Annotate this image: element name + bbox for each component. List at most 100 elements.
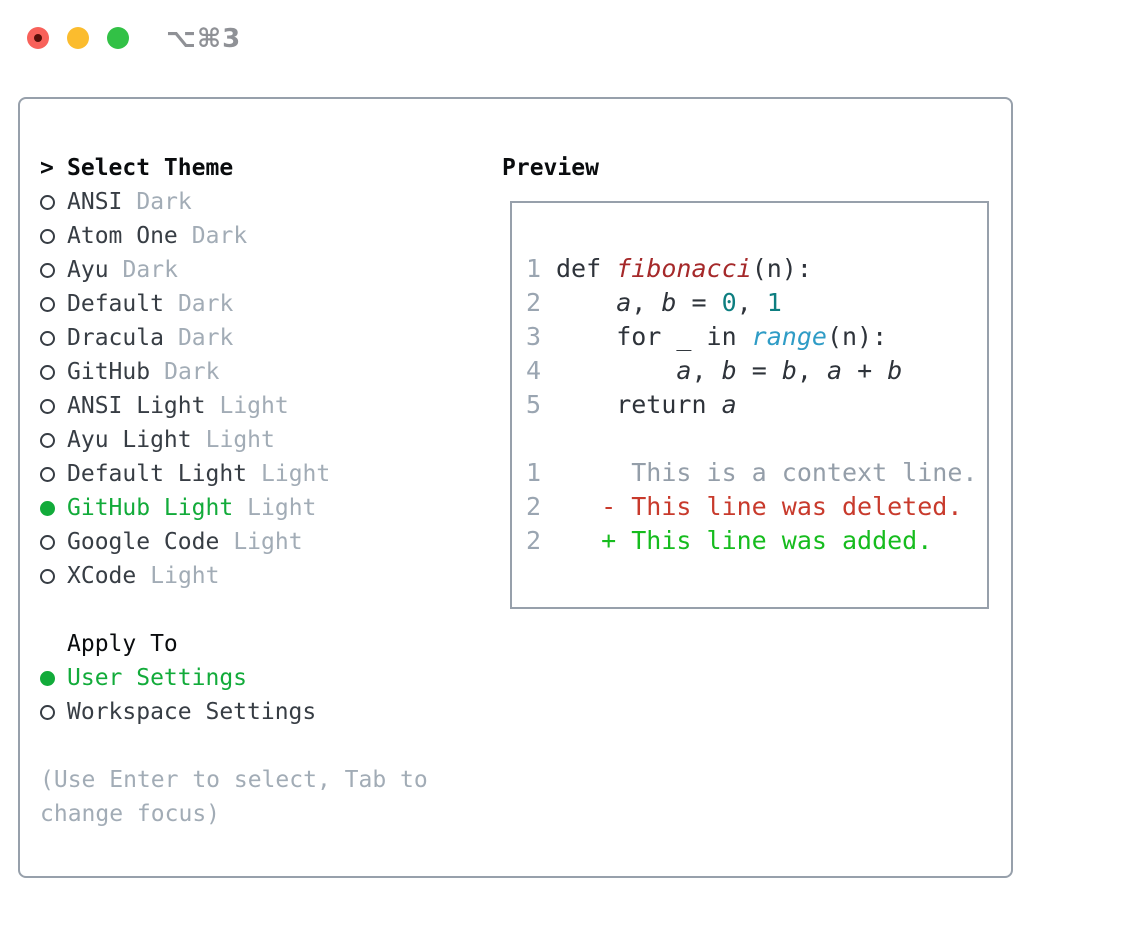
option-label: GitHub (67, 359, 151, 385)
option-label: ANSI Light (67, 393, 206, 419)
line-number: 4 (526, 355, 542, 385)
theme-option[interactable]: ANSI Light Light (40, 389, 490, 423)
apply-option[interactable]: User Settings (40, 661, 490, 695)
option-label: Atom One (67, 223, 178, 249)
option-variant-label: Light (219, 393, 289, 419)
hint-text-line1: (Use Enter to select, Tab to (40, 767, 428, 793)
option-variant-label: Dark (177, 325, 234, 351)
apply-to-title: Apply To (67, 631, 178, 657)
radio-icon (40, 398, 55, 414)
radio-icon (40, 330, 55, 346)
line-content: for _ in range(n): (556, 321, 888, 351)
apply-to-header: Apply To (40, 627, 490, 661)
option-variant-label: Light (205, 427, 275, 453)
preview-code-line: 1 def fibonacci(n): (526, 251, 987, 285)
titlebar: ⌥⌘3 (0, 0, 1140, 76)
preview-title: Preview (502, 155, 599, 181)
option-label: Dracula (67, 325, 164, 351)
line-number: 2 (526, 525, 542, 555)
preview-code-block: 1 def fibonacci(n): 2 a, b = 0, 1 3 for … (526, 251, 987, 557)
radio-icon (40, 296, 55, 312)
preview-code-line: 4 a, b = b, a + b (526, 353, 987, 387)
radio-icon (40, 534, 55, 550)
option-variant-label: Dark (136, 189, 192, 215)
option-variant-label: Dark (164, 359, 220, 385)
option-variant-label: Light (247, 495, 317, 521)
theme-option[interactable]: GitHub Light Light (40, 491, 490, 525)
option-label: Ayu Light (67, 427, 192, 453)
radio-icon (40, 194, 55, 210)
radio-icon (40, 500, 55, 516)
radio-icon (40, 228, 55, 244)
apply-option[interactable]: Workspace Settings (40, 695, 490, 729)
apply-option-list: User Settings Workspace Settings (40, 661, 490, 729)
line-content: This is a context line. (556, 457, 978, 487)
radio-icon (40, 466, 55, 482)
line-number: 5 (526, 389, 542, 419)
radio-icon (40, 704, 55, 720)
theme-option[interactable]: Ayu Dark (40, 253, 490, 287)
theme-option[interactable]: GitHub Dark (40, 355, 490, 389)
window-title: ⌥⌘3 (166, 24, 242, 54)
line-content: return a (556, 389, 737, 419)
spacer-row (40, 729, 490, 763)
line-content: + This line was added. (556, 525, 933, 555)
option-variant-label: Dark (191, 223, 248, 249)
line-content: def fibonacci(n): (556, 253, 812, 283)
option-label: GitHub Light (67, 495, 234, 521)
preview-code-line: 2 - This line was deleted. (526, 489, 987, 523)
option-variant-label: Dark (122, 257, 178, 283)
line-number: 1 (526, 457, 542, 487)
preview-code-line: 2 a, b = 0, 1 (526, 285, 987, 319)
line-content: a, b = 0, 1 (616, 287, 782, 317)
theme-option[interactable]: XCode Light (40, 559, 490, 593)
theme-picker-panel: > Select Theme ANSI Dark Atom One Dark A… (18, 97, 1013, 878)
radio-icon (40, 670, 55, 686)
select-theme-title: Select Theme (67, 155, 234, 181)
minimize-button[interactable] (67, 27, 89, 49)
theme-option[interactable]: Default Dark (40, 287, 490, 321)
theme-option[interactable]: Google Code Light (40, 525, 490, 559)
radio-icon (40, 568, 55, 584)
selection-caret-cell: > (40, 155, 67, 181)
line-content: a, b = b, a + b (676, 355, 903, 385)
option-variant-label: Dark (177, 291, 234, 317)
line-number: 3 (526, 321, 542, 351)
line-number: 2 (526, 491, 542, 521)
option-label: User Settings (67, 665, 248, 691)
option-label: XCode (67, 563, 137, 589)
option-variant-label: Light (261, 461, 331, 487)
caret-icon: > (40, 155, 54, 181)
theme-option[interactable]: Atom One Dark (40, 219, 490, 253)
option-variant-label: Light (150, 563, 220, 589)
spacer-row (40, 593, 490, 627)
line-content: - This line was deleted. (556, 491, 963, 521)
preview-code-line: 3 for _ in range(n): (526, 319, 987, 353)
theme-option[interactable]: ANSI Dark (40, 185, 490, 219)
close-button[interactable] (27, 27, 49, 49)
radio-icon (40, 432, 55, 448)
theme-option[interactable]: Dracula Dark (40, 321, 490, 355)
preview-box: 1 def fibonacci(n): 2 a, b = 0, 1 3 for … (510, 201, 989, 609)
hint-text-line2: change focus) (40, 801, 221, 827)
preview-code-line: 1 This is a context line. (526, 455, 987, 489)
unsaved-dot-icon (34, 34, 42, 42)
line-number: 1 (526, 253, 542, 283)
line-number: 2 (526, 287, 542, 317)
theme-option-list: ANSI Dark Atom One Dark Ayu Dark Default… (40, 185, 490, 593)
radio-icon (40, 364, 55, 380)
option-label: ANSI (67, 189, 123, 215)
option-label: Default (67, 291, 164, 317)
preview-code-line: 5 return a (526, 387, 987, 421)
option-variant-label: Light (233, 529, 303, 555)
option-label: Default Light (67, 461, 248, 487)
theme-option[interactable]: Default Light Light (40, 457, 490, 491)
option-label: Ayu (67, 257, 109, 283)
radio-icon (40, 262, 55, 278)
theme-option[interactable]: Ayu Light Light (40, 423, 490, 457)
maximize-button[interactable] (107, 27, 129, 49)
preview-code-line (526, 421, 987, 455)
option-label: Workspace Settings (67, 699, 317, 725)
select-theme-header: > Select Theme (40, 151, 490, 185)
